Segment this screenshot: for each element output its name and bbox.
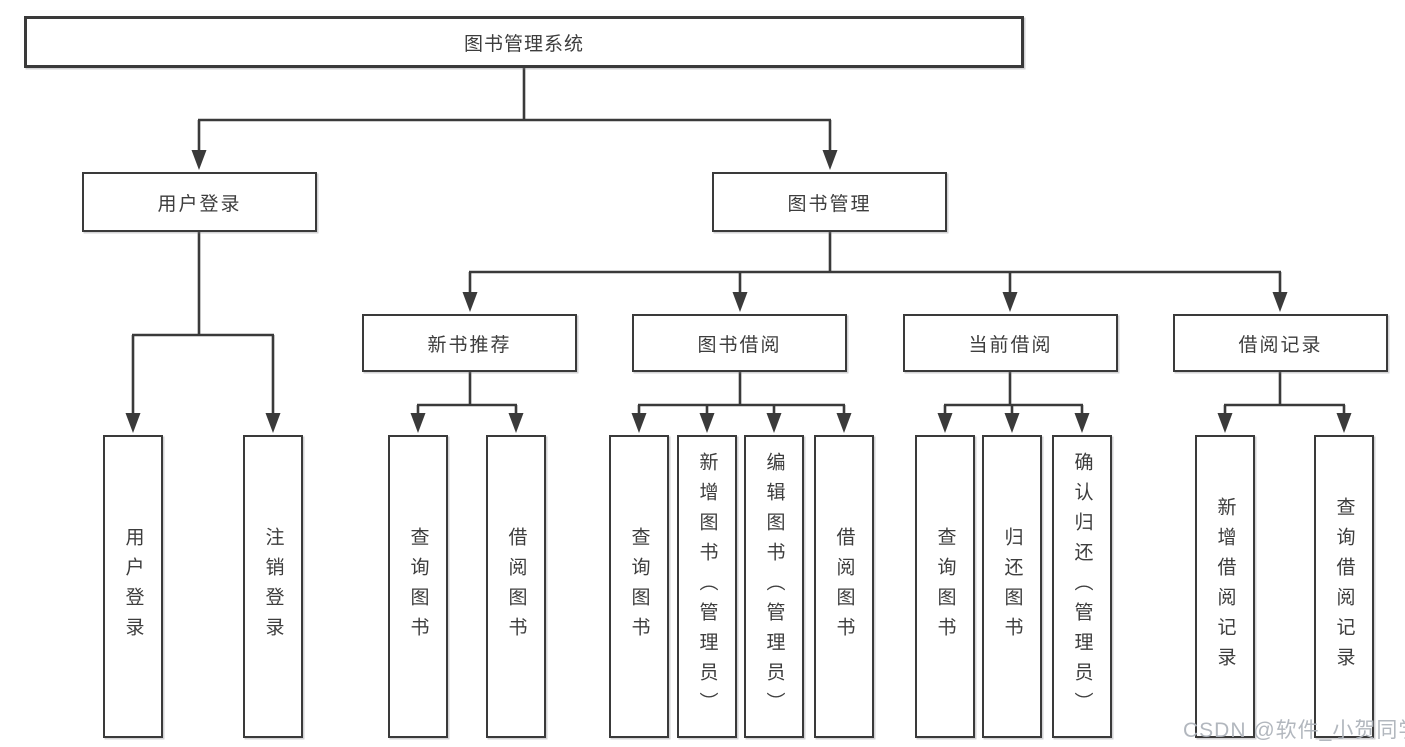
- node-label: 用户登录: [157, 193, 242, 215]
- leaf-edit-books-admin: 编辑图书（管理员）: [744, 435, 804, 738]
- leaf-label: 查询图书: [407, 526, 429, 647]
- leaf-label: 查询图书: [628, 526, 650, 647]
- node-current-borrowing: 当前借阅: [903, 314, 1118, 372]
- node-label: 借阅记录: [1238, 334, 1323, 356]
- leaf-label: 注销登录: [262, 526, 284, 647]
- leaf-label: 借阅图书: [833, 526, 855, 647]
- node-borrowing-records: 借阅记录: [1173, 314, 1388, 372]
- leaf-logout: 注销登录: [243, 435, 303, 738]
- csdn-watermark: CSDN @软件_小贺同学: [1183, 719, 1405, 742]
- node-user-login: 用户登录: [82, 172, 317, 232]
- leaf-query-books-3: 查询图书: [915, 435, 975, 738]
- leaf-label: 编辑图书（管理员）: [763, 451, 785, 722]
- leaf-add-borrow-record: 新增借阅记录: [1195, 435, 1255, 738]
- leaf-label: 新增借阅记录: [1214, 496, 1236, 677]
- leaf-return-books: 归还图书: [982, 435, 1042, 738]
- leaf-user-login: 用户登录: [103, 435, 163, 738]
- node-label: 图书管理系统: [463, 33, 584, 55]
- node-new-book-recommendation: 新书推荐: [362, 314, 577, 372]
- leaf-query-books-2: 查询图书: [609, 435, 669, 738]
- leaf-label: 用户登录: [122, 526, 144, 647]
- node-library-management-system: 图书管理系统: [24, 16, 1024, 68]
- leaf-query-borrow-record: 查询借阅记录: [1314, 435, 1374, 738]
- leaf-borrow-books-1: 借阅图书: [486, 435, 546, 738]
- node-label: 图书管理: [787, 193, 872, 215]
- leaf-label: 查询借阅记录: [1333, 496, 1355, 677]
- leaf-label: 借阅图书: [505, 526, 527, 647]
- node-label: 当前借阅: [968, 334, 1053, 356]
- node-label: 新书推荐: [427, 334, 512, 356]
- leaf-add-books-admin: 新增图书（管理员）: [677, 435, 737, 738]
- leaf-confirm-return-admin: 确认归还（管理员）: [1052, 435, 1112, 738]
- leaf-borrow-books-2: 借阅图书: [814, 435, 874, 738]
- leaf-label: 查询图书: [934, 526, 956, 647]
- node-book-borrowing: 图书借阅: [632, 314, 847, 372]
- leaf-label: 归还图书: [1001, 526, 1023, 647]
- node-label: 图书借阅: [697, 334, 782, 356]
- leaf-query-books-1: 查询图书: [388, 435, 448, 738]
- node-book-management: 图书管理: [712, 172, 947, 232]
- leaf-label: 确认归还（管理员）: [1071, 451, 1093, 722]
- leaf-label: 新增图书（管理员）: [696, 451, 718, 722]
